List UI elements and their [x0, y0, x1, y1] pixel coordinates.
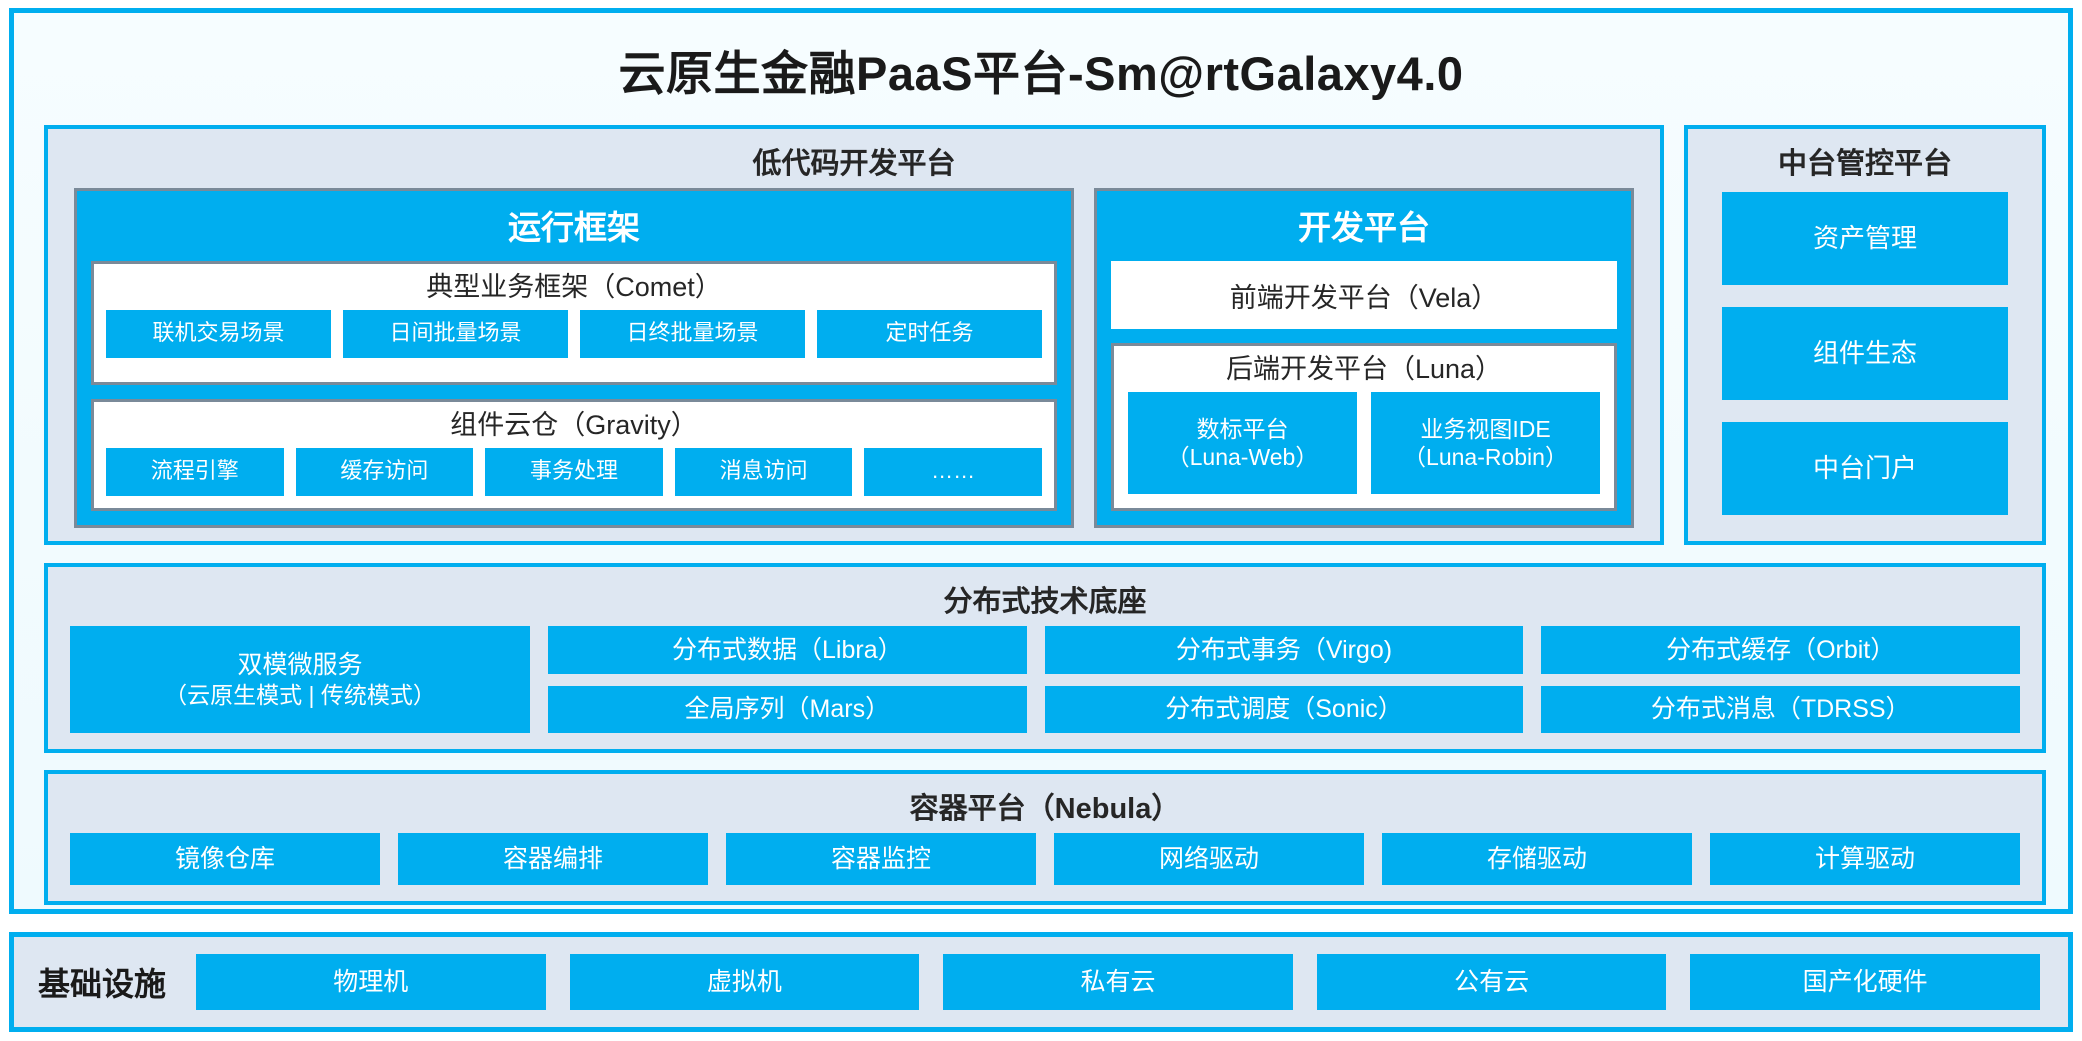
- backend-platform-title: 后端开发平台（Luna）: [1225, 354, 1503, 384]
- distributed-item-1-0[interactable]: 分布式事务（Virgo): [1044, 626, 1524, 674]
- container-platform-title: 容器平台（Nebula）: [909, 793, 1181, 825]
- dual-mode-microservice-label: 双模微服务: [237, 651, 363, 680]
- page-title: 云原生金融PaaS平台-Sm@rtGalaxy4.0: [618, 47, 1464, 100]
- distributed-base-title: 分布式技术底座: [943, 586, 1147, 618]
- comet-chip-row: 联机交易场景 日间批量场景 日终批量场景 定时任务: [94, 309, 1054, 370]
- container-item-3[interactable]: 网络驱动: [1054, 833, 1364, 885]
- comet-item-3[interactable]: 定时任务: [817, 309, 1042, 358]
- infrastructure-item-0[interactable]: 物理机: [196, 954, 546, 1010]
- frontend-platform-box[interactable]: 前端开发平台（Vela）: [1111, 261, 1617, 329]
- comet-title: 典型业务框架（Comet）: [426, 272, 722, 302]
- backend-item-0-label: 数标平台: [1196, 415, 1289, 442]
- control-platform-section: 中台管控平台 资产管理 组件生态 中台门户: [1684, 125, 2046, 545]
- backend-item-1-label: 业务视图IDE: [1420, 415, 1551, 442]
- container-platform-chip-row: 镜像仓库 容器编排 容器监控 网络驱动 存储驱动 计算驱动: [48, 833, 2042, 901]
- container-item-5[interactable]: 计算驱动: [1710, 833, 2020, 885]
- container-item-0[interactable]: 镜像仓库: [70, 833, 380, 885]
- container-platform-section: 容器平台（Nebula） 镜像仓库 容器编排 容器监控 网络驱动 存储驱动 计算…: [44, 770, 2046, 905]
- gravity-item-0[interactable]: 流程引擎: [106, 447, 284, 496]
- control-item-1[interactable]: 组件生态: [1722, 307, 2008, 400]
- gravity-item-2[interactable]: 事务处理: [485, 447, 663, 496]
- backend-item-0[interactable]: 数标平台 （Luna-Web）: [1128, 391, 1357, 494]
- infrastructure-item-3[interactable]: 公有云: [1316, 954, 1667, 1010]
- backend-platform-box: 后端开发平台（Luna） 数标平台 （Luna-Web） 业务视图IDE （Lu…: [1111, 343, 1617, 511]
- gravity-item-1[interactable]: 缓存访问: [295, 447, 474, 496]
- development-platform-panel: 开发平台 前端开发平台（Vela） 后端开发平台（Luna） 数标平台 （Lun…: [1094, 188, 1634, 528]
- infrastructure-label: 基础设施: [38, 966, 167, 1002]
- backend-item-0-sub: （Luna-Web）: [1166, 443, 1319, 470]
- distributed-base-section: 分布式技术底座 双模微服务 （云原生模式 | 传统模式） 分布式数据（Libra…: [44, 563, 2046, 753]
- distributed-column-0: 分布式数据（Libra） 全局序列（Mars）: [548, 626, 1027, 733]
- backend-item-1[interactable]: 业务视图IDE （Luna-Robin）: [1371, 391, 1600, 494]
- lowcode-platform-section: 低代码开发平台 运行框架 典型业务框架（Comet） 联机交易场景 日间批量场景…: [44, 125, 1664, 545]
- control-item-2[interactable]: 中台门户: [1722, 422, 2008, 515]
- development-platform-title: 开发平台: [1298, 209, 1430, 246]
- distributed-column-2: 分布式缓存（Orbit） 分布式消息（TDRSS）: [1541, 626, 2021, 733]
- infrastructure-section: 基础设施 物理机 虚拟机 私有云 公有云 国产化硬件: [9, 932, 2073, 1032]
- dual-mode-microservice-item[interactable]: 双模微服务 （云原生模式 | 传统模式）: [70, 626, 530, 733]
- comet-item-1[interactable]: 日间批量场景: [343, 309, 568, 358]
- distributed-item-2-0[interactable]: 分布式缓存（Orbit）: [1541, 626, 2021, 674]
- comet-item-2[interactable]: 日终批量场景: [580, 309, 805, 358]
- dual-mode-microservice-column: 双模微服务 （云原生模式 | 传统模式）: [70, 626, 530, 733]
- gravity-item-4[interactable]: ……: [864, 447, 1042, 496]
- gravity-chip-row: 流程引擎 缓存访问 事务处理 消息访问 ……: [94, 447, 1054, 508]
- gravity-item-3[interactable]: 消息访问: [674, 447, 853, 496]
- distributed-item-2-1[interactable]: 分布式消息（TDRSS）: [1541, 685, 2021, 733]
- backend-chip-row: 数标平台 （Luna-Web） 业务视图IDE （Luna-Robin）: [1114, 391, 1614, 508]
- container-item-4[interactable]: 存储驱动: [1382, 833, 1692, 885]
- container-item-1[interactable]: 容器编排: [398, 833, 708, 885]
- distributed-item-1-1[interactable]: 分布式调度（Sonic）: [1044, 685, 1524, 733]
- infrastructure-item-4[interactable]: 国产化硬件: [1690, 954, 2040, 1010]
- lowcode-panels: 运行框架 典型业务框架（Comet） 联机交易场景 日间批量场景 日终批量场景 …: [48, 188, 1660, 554]
- distributed-item-0-1[interactable]: 全局序列（Mars）: [548, 685, 1027, 733]
- infrastructure-item-1[interactable]: 虚拟机: [569, 954, 920, 1010]
- infrastructure-chip-row: 物理机 虚拟机 私有云 公有云 国产化硬件: [196, 954, 2040, 1010]
- infrastructure-item-2[interactable]: 私有云: [943, 954, 1293, 1010]
- distributed-column-1: 分布式事务（Virgo) 分布式调度（Sonic）: [1044, 626, 1524, 733]
- container-item-2[interactable]: 容器监控: [726, 833, 1036, 885]
- control-item-0[interactable]: 资产管理: [1722, 192, 2008, 285]
- upper-band: 低代码开发平台 运行框架 典型业务框架（Comet） 联机交易场景 日间批量场景…: [44, 125, 2046, 545]
- lowcode-platform-title: 低代码开发平台: [752, 148, 956, 180]
- gravity-box: 组件云仓（Gravity） 流程引擎 缓存访问 事务处理 消息访问 ……: [91, 399, 1057, 511]
- comet-item-0[interactable]: 联机交易场景: [106, 309, 331, 358]
- control-platform-chip-column: 资产管理 组件生态 中台门户: [1688, 188, 2042, 541]
- comet-box: 典型业务框架（Comet） 联机交易场景 日间批量场景 日终批量场景 定时任务: [91, 261, 1057, 385]
- gravity-title: 组件云仓（Gravity）: [450, 410, 698, 440]
- distributed-item-0-0[interactable]: 分布式数据（Libra）: [548, 626, 1027, 674]
- backend-item-1-sub: （Luna-Robin）: [1403, 443, 1568, 470]
- runtime-framework-panel: 运行框架 典型业务框架（Comet） 联机交易场景 日间批量场景 日终批量场景 …: [74, 188, 1074, 528]
- dual-mode-microservice-sub: （云原生模式 | 传统模式）: [164, 681, 436, 708]
- control-platform-title: 中台管控平台: [1777, 148, 1952, 180]
- runtime-framework-title: 运行框架: [508, 209, 640, 246]
- distributed-base-body: 双模微服务 （云原生模式 | 传统模式） 分布式数据（Libra） 全局序列（M…: [48, 626, 2042, 749]
- platform-frame: 云原生金融PaaS平台-Sm@rtGalaxy4.0 低代码开发平台 运行框架 …: [9, 8, 2073, 914]
